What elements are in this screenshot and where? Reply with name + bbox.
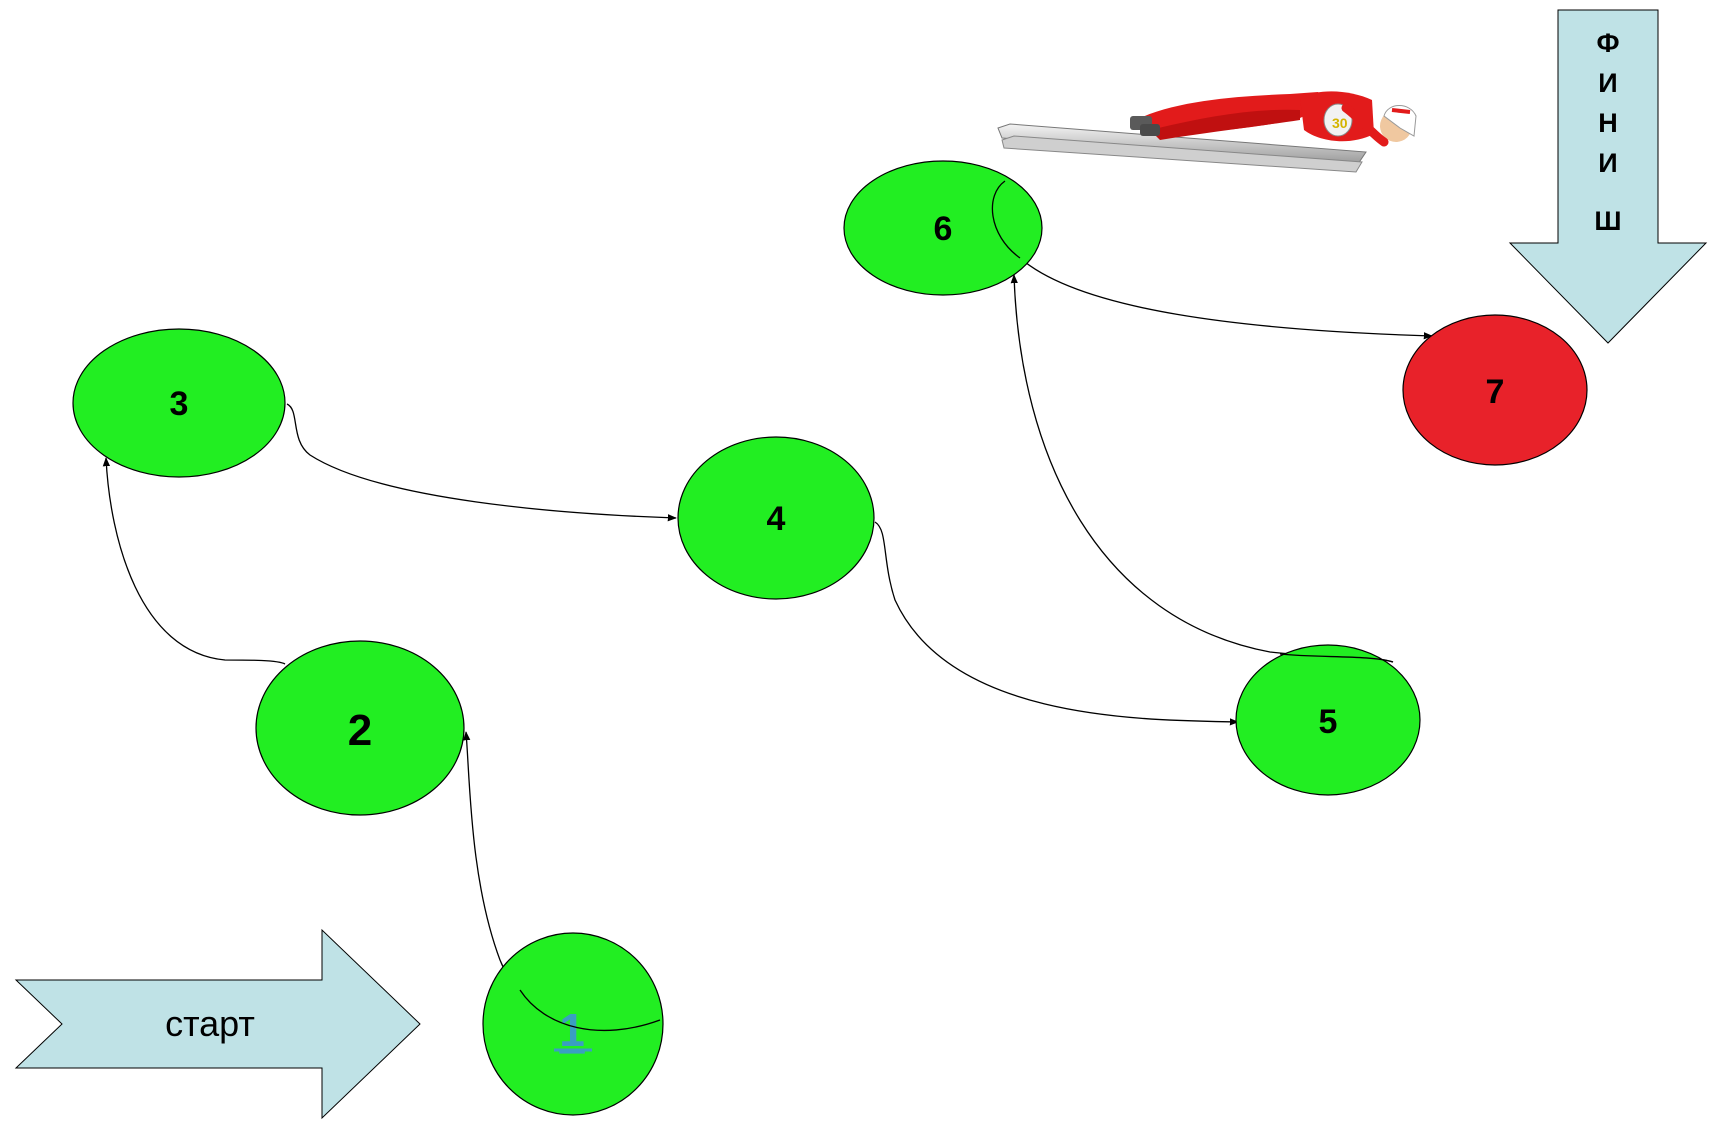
node-7: 7 — [1402, 314, 1588, 466]
node-5-label: 5 — [1319, 703, 1338, 741]
node-2: 2 — [255, 640, 465, 816]
finish-letter-1: Ф — [1596, 28, 1619, 58]
ski-jumper-icon: 30 — [997, 91, 1417, 173]
start-label: старт — [165, 1003, 255, 1044]
edges — [102, 180, 1433, 1031]
node-5-circle — [1235, 644, 1421, 796]
node-6-circle — [843, 160, 1043, 296]
node-6: 6 — [843, 160, 1043, 296]
node-7-label: 7 — [1486, 373, 1505, 411]
edge-5-6 — [1010, 274, 1394, 663]
finish-arrow: Ф И Н И Ш — [1508, 9, 1708, 344]
finish-letter-4: И — [1598, 148, 1617, 178]
node-5: 5 — [1235, 644, 1421, 796]
finish-letter-2: И — [1598, 68, 1617, 98]
node-3: 3 — [72, 328, 286, 478]
node-3-circle — [72, 328, 286, 478]
edge-2-3 — [102, 457, 286, 665]
node-1-link[interactable]: 1 — [559, 1004, 585, 1056]
finish-arrow-shape — [1508, 9, 1708, 344]
edge-overlays — [519, 180, 1394, 1032]
node-6-label: 6 — [934, 210, 953, 248]
finish-letter-3: Н — [1598, 108, 1618, 138]
node-4: 4 — [677, 436, 875, 600]
node-4-label: 4 — [767, 500, 786, 538]
node-7-circle — [1402, 314, 1588, 466]
edge-4-5 — [874, 521, 1239, 726]
node-4-circle — [677, 436, 875, 600]
node-3-label: 3 — [170, 385, 189, 423]
start-arrow: старт — [14, 928, 421, 1120]
node-2-label: 2 — [348, 706, 372, 755]
node-2-circle — [255, 640, 465, 816]
edge-6-7 — [991, 180, 1433, 340]
edge-3-4 — [286, 403, 677, 522]
svg-text:30: 30 — [1332, 115, 1348, 131]
finish-letter-5: Ш — [1594, 206, 1621, 236]
nodes: 1 2 3 4 5 6 7 — [72, 160, 1588, 1116]
node-1-circle[interactable] — [482, 932, 664, 1116]
start-arrow-shape — [14, 928, 421, 1120]
node-1[interactable]: 1 — [482, 932, 664, 1116]
